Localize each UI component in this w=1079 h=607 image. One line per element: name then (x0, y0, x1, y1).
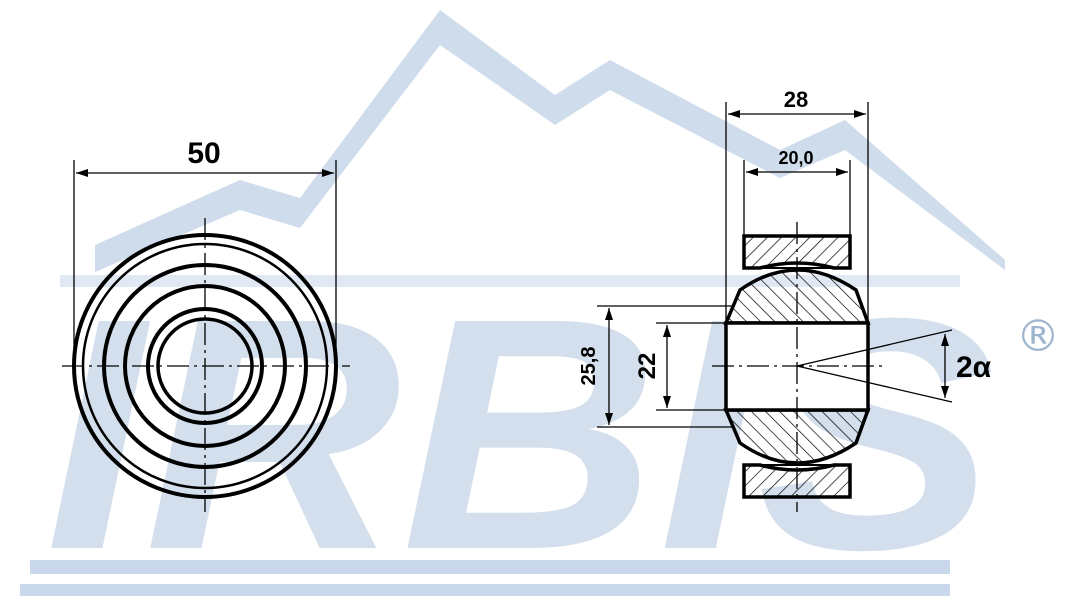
watermark-stripe-1 (30, 560, 950, 574)
angle-ray-lower (796, 365, 953, 403)
registered-trademark-icon: ® (1016, 311, 1060, 362)
dim-label-outer-diameter: 50 (187, 137, 220, 170)
dim-label-bore-diameter: 22 (634, 353, 661, 380)
front-view (62, 160, 350, 512)
dim-label-ball-diameter: 25,8 (578, 347, 600, 386)
dim-label-overall-width: 28 (784, 87, 808, 112)
watermark-mountain (95, 10, 1005, 272)
watermark-band (60, 275, 960, 287)
watermark-stripe-2 (20, 584, 950, 596)
side-view (597, 102, 953, 512)
angle-ray-upper (796, 329, 953, 367)
dim-label-tilt-angle: 2α (956, 351, 992, 384)
dim-label-ring-width: 20,0 (778, 148, 813, 168)
